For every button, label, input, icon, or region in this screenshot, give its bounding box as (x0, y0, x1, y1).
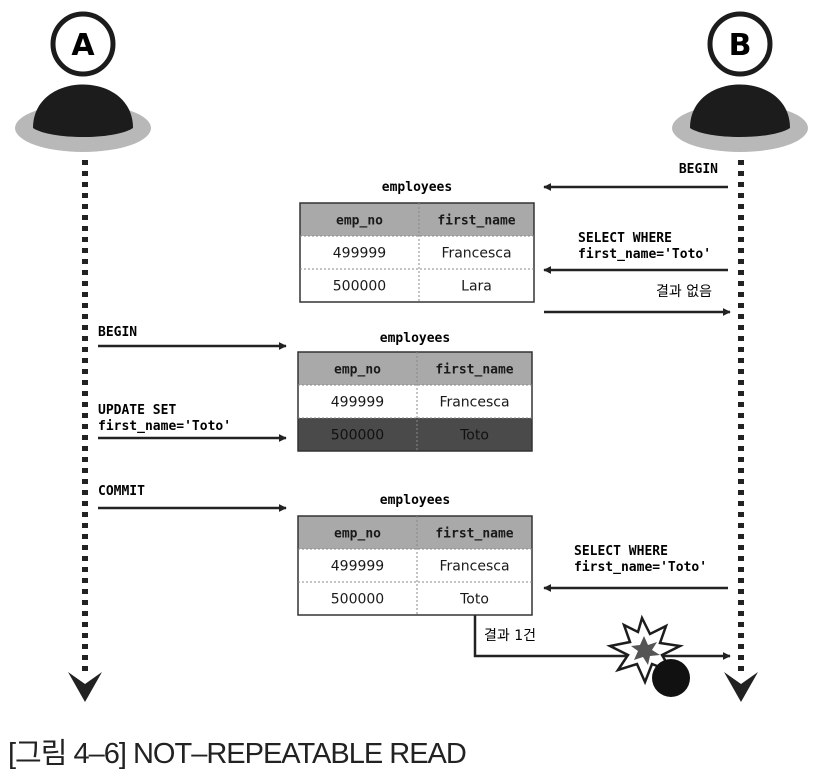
table-cell: 500000 (331, 592, 384, 608)
table-header-cell: emp_no (334, 527, 381, 542)
lifeline-a-end-arrow (68, 672, 102, 702)
lifeline-b-end-arrow (724, 672, 758, 702)
table-cell: 500000 (333, 279, 386, 295)
table-title: employees (380, 493, 450, 508)
msg-b-result-one: 결과 1건 (484, 628, 536, 644)
msg-a-update-line1: UPDATE SET (98, 403, 176, 418)
table-header-bg (300, 203, 534, 236)
actor-b-head (707, 11, 773, 77)
table-border (297, 351, 533, 452)
table-header-cell: emp_no (334, 363, 381, 378)
table-header-cell: emp_no (336, 214, 383, 229)
table-header-cell: first_name (437, 214, 515, 229)
table-cell: Toto (459, 592, 489, 608)
employees-table-2: employees emp_no first_name 499999 Francesca… (297, 331, 533, 452)
msg-b-result-none: 결과 없음 (656, 284, 712, 300)
table-cell: Lara (461, 279, 492, 295)
table-cell: Toto (459, 428, 489, 444)
table-cell: Francesca (441, 246, 511, 262)
actor-b-body (690, 84, 790, 137)
employees-table-3: employees emp_no first_name 499999 Francesca… (297, 493, 533, 616)
table-border (299, 202, 535, 303)
actor-a-label: A (71, 28, 95, 63)
table-title: employees (382, 180, 452, 195)
table-cell: 499999 (331, 559, 384, 575)
actor-b-label: B (729, 28, 752, 63)
msg-b-select2-line1: SELECT WHERE (574, 544, 668, 559)
table-header-cell: first_name (435, 363, 513, 378)
table-header-bg (298, 352, 532, 385)
table-border (297, 515, 533, 616)
msg-b-begin: BEGIN (679, 162, 718, 177)
table-title: employees (380, 331, 450, 346)
msg-a-commit: COMMIT (98, 484, 145, 499)
actor-a-body (33, 84, 133, 137)
table-row-highlight (298, 418, 532, 451)
table-cell: 500000 (331, 428, 384, 444)
msg-a-update-line2: first_name='Toto' (98, 419, 231, 434)
msg-b-select1-line1: SELECT WHERE (578, 231, 672, 246)
table-cell: 499999 (331, 395, 384, 411)
msg-b-select1-line2: first_name='Toto' (578, 247, 711, 262)
table-cell: 499999 (333, 246, 386, 262)
actor-a: A (15, 11, 151, 152)
table-header-bg (298, 516, 532, 549)
employees-table-1: employees emp_no first_name 499999 Francesca… (299, 180, 535, 303)
actor-b: B (672, 11, 808, 152)
table-cell: Francesca (439, 395, 509, 411)
actor-a-head (50, 11, 116, 77)
table-cell: Francesca (439, 559, 509, 575)
msg-a-begin: BEGIN (98, 325, 137, 340)
msg-b-select2-line2: first_name='Toto' (574, 560, 707, 575)
figure-caption: [그림 4–6] NOT–REPEATABLE READ (8, 738, 467, 770)
bomb-icon (652, 659, 690, 697)
table-header-cell: first_name (435, 527, 513, 542)
